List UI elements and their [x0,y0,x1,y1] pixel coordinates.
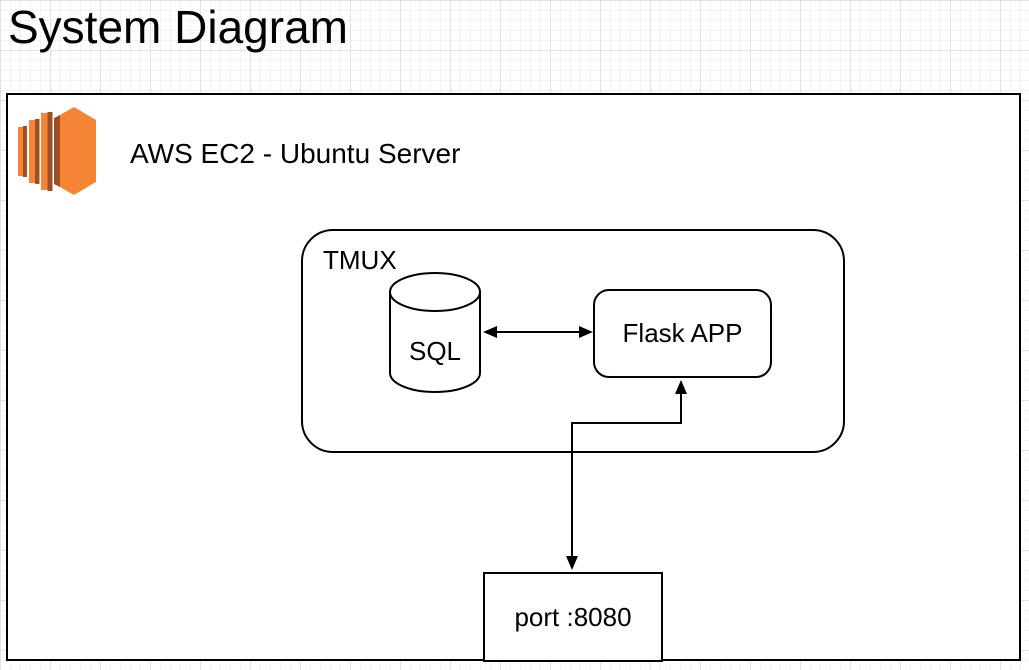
port-label: port :8080 [514,601,632,632]
tmux-container-label: TMUX [323,245,397,275]
port-box: port :8080 [483,572,663,662]
sql-cylinder [389,272,481,393]
aws-ec2-icon [18,107,96,195]
page-title: System Diagram [8,1,348,53]
ec2-container-label: AWS EC2 - Ubuntu Server [130,138,461,169]
flask-app-box: Flask APP [593,289,772,378]
flask-app-label: Flask APP [622,318,743,348]
sql-label: SQL [408,336,462,366]
